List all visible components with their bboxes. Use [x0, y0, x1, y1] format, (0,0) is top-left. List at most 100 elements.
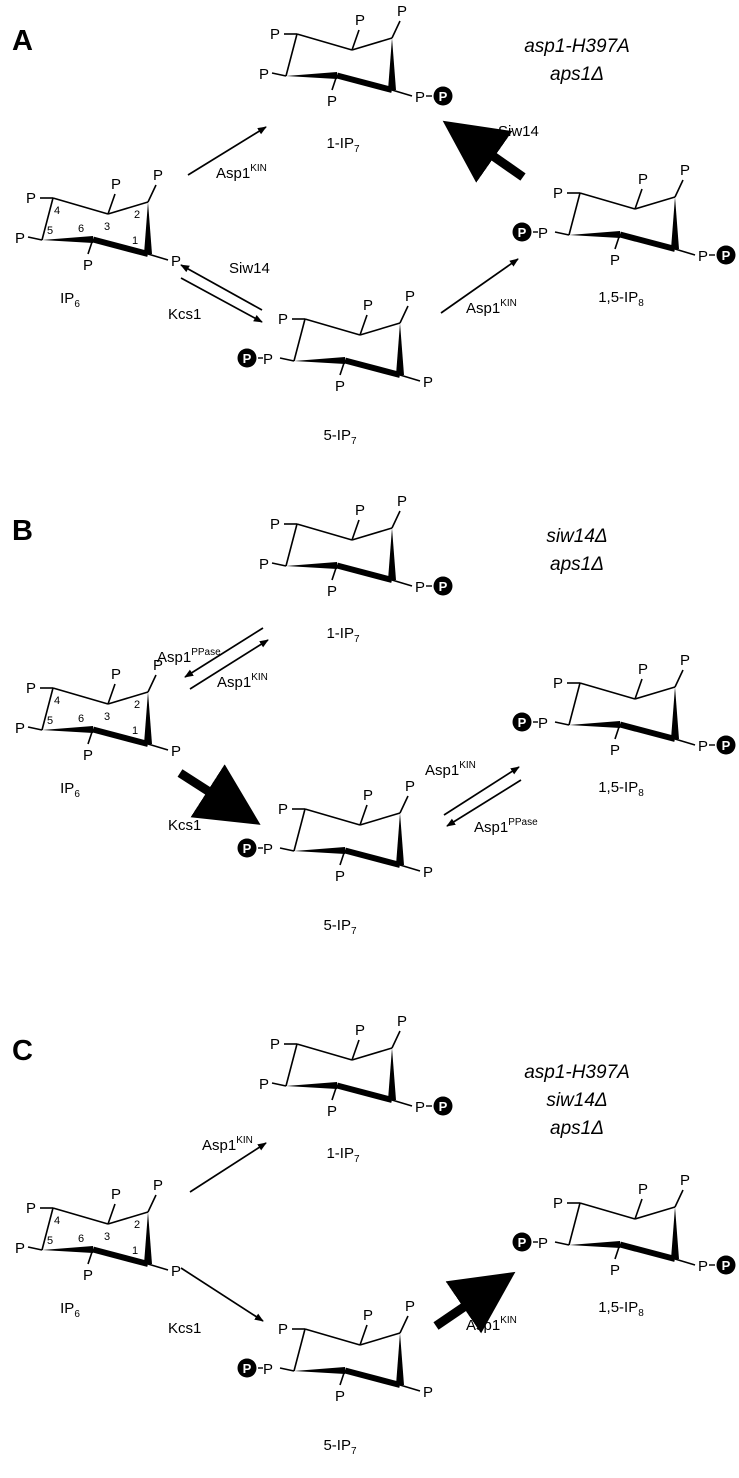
substituent-bond: [87, 728, 94, 745]
substituent-bond: [674, 738, 696, 746]
genotype-line-1: asp1-H397A: [524, 1062, 630, 1083]
phosphate-label-c6: P: [327, 1103, 337, 1120]
substituent-bond: [634, 188, 643, 210]
phosphate-label-c2: P: [680, 162, 690, 179]
ring-bold-bond: [619, 231, 676, 252]
phosphate-label-c4: P: [26, 1200, 36, 1217]
arrow-ip6-to-5-ip7: [177, 764, 261, 825]
substituent-bond: [147, 253, 169, 261]
ring-bond: [293, 318, 306, 362]
pyrophosphate-circle-label: P: [243, 1361, 252, 1376]
pyrophosphate-circle: [716, 1255, 736, 1275]
panel-label-A: A: [12, 25, 33, 57]
compound-label-1-ip7: 1-IP7: [326, 625, 360, 645]
ring-number-5: 5: [47, 225, 53, 237]
ring-bond: [568, 682, 581, 726]
phosphate-label-c4: P: [553, 1195, 563, 1212]
ring-number-6: 6: [78, 1233, 84, 1245]
phosphate-label-c6: P: [335, 378, 345, 395]
ring-bond: [634, 686, 676, 700]
pyrophosphate-circle: [237, 838, 257, 858]
arrow-5-ip7-to-1-5-ip8: [440, 258, 519, 314]
enzyme-label-asp1-kin: Asp1KIN: [217, 672, 268, 691]
ring-bold-bond: [344, 1367, 401, 1388]
phosphate-label-c2: P: [153, 657, 163, 674]
pyrophosphate-circle: [512, 1232, 532, 1252]
substituent-bond: [614, 233, 621, 250]
pyrophosphate-c1: P: [716, 1255, 736, 1275]
phosphate-label-c6: P: [610, 252, 620, 269]
genotype-line-1: asp1-H397A: [524, 36, 630, 57]
phosphate-label-c5: P: [259, 1076, 269, 1093]
substituent-bond: [359, 1324, 368, 1346]
phosphate-label-c1: P: [171, 1263, 181, 1280]
compound-label-1-5-ip8: 1,5-IP8: [598, 779, 644, 799]
ring-bond: [296, 1043, 353, 1061]
phosphate-label-c1: P: [698, 1258, 708, 1275]
phosphate-label-c1: P: [423, 1384, 433, 1401]
pyrophosphate-circle: [237, 348, 257, 368]
substituent-bond: [399, 374, 421, 382]
pyrophosphate-circle: [237, 1358, 257, 1378]
substituent-bond: [339, 1369, 346, 1386]
pyrophosphate-circle-label: P: [439, 1099, 448, 1114]
ring-wedge-bond: [396, 323, 404, 375]
phosphate-label-c1: P: [171, 743, 181, 760]
ring-bond: [52, 1207, 109, 1225]
ring-wedge-bond: [294, 1367, 345, 1374]
pyrophosphate-c5: P: [237, 1358, 257, 1378]
pyrophosphate-c5: P: [512, 1232, 532, 1252]
compound-label-ip6: IP6: [60, 780, 80, 800]
phosphate-label-c3: P: [111, 1186, 121, 1203]
pyrophosphate-circle-label: P: [439, 89, 448, 104]
phosphate-label-c4: P: [278, 311, 288, 328]
phosphate-label-c6: P: [610, 742, 620, 759]
ring-bold-bond: [336, 72, 393, 93]
substituent-bond: [147, 1263, 169, 1271]
enzyme-label-asp1-kin: Asp1KIN: [425, 760, 476, 779]
substituent-bond: [279, 357, 295, 362]
ring-bold-bond: [344, 357, 401, 378]
phosphate-label-c3: P: [638, 171, 648, 188]
ring-bond: [285, 523, 298, 567]
phosphate-label-c5: P: [15, 1240, 25, 1257]
ring-number-4: 4: [54, 695, 60, 707]
substituent-bond: [391, 89, 413, 97]
arrow-1-5-ip8-to-1-ip7: [442, 120, 526, 183]
enzyme-label-asp1-ppase: Asp1PPase: [474, 817, 538, 836]
substituent-bond: [351, 519, 360, 541]
enzyme-label-siw14: Siw14: [229, 260, 270, 277]
enzyme-label-asp1-kin: Asp1KIN: [466, 298, 517, 317]
phosphate-label-c6: P: [83, 1267, 93, 1284]
phosphate-label-c2: P: [397, 3, 407, 20]
phosphate-label-c5: P: [538, 225, 548, 242]
substituent-bond: [87, 238, 94, 255]
ring-wedge-bond: [42, 236, 93, 243]
pyrophosphate-c1: P: [716, 245, 736, 265]
pyrophosphate-circle-label: P: [243, 841, 252, 856]
substituent-bond: [614, 723, 621, 740]
substituent-bond: [399, 1315, 409, 1334]
arrow-ip6-to-1-ip7: [187, 126, 267, 176]
phosphate-label-c3: P: [638, 661, 648, 678]
arrow-1-ip7-to-ip6: [184, 627, 264, 678]
genotype-line-2: aps1Δ: [550, 64, 604, 85]
ring-wedge-bond: [396, 813, 404, 865]
substituent-bond: [107, 683, 116, 705]
ring-bond: [41, 1207, 54, 1251]
substituent-bond: [674, 669, 684, 688]
phosphate-label-c4: P: [270, 516, 280, 533]
pyrophosphate-circle-label: P: [722, 738, 731, 753]
ring-wedge-bond: [569, 1241, 620, 1248]
phosphate-label-c2: P: [405, 1298, 415, 1315]
compound-label-ip6: IP6: [60, 290, 80, 310]
ring-bond: [296, 523, 353, 541]
ring-number-1: 1: [132, 725, 138, 737]
ring-bold-bond: [619, 1241, 676, 1262]
ring-bond: [285, 33, 298, 77]
phosphate-label-c6: P: [335, 1388, 345, 1405]
